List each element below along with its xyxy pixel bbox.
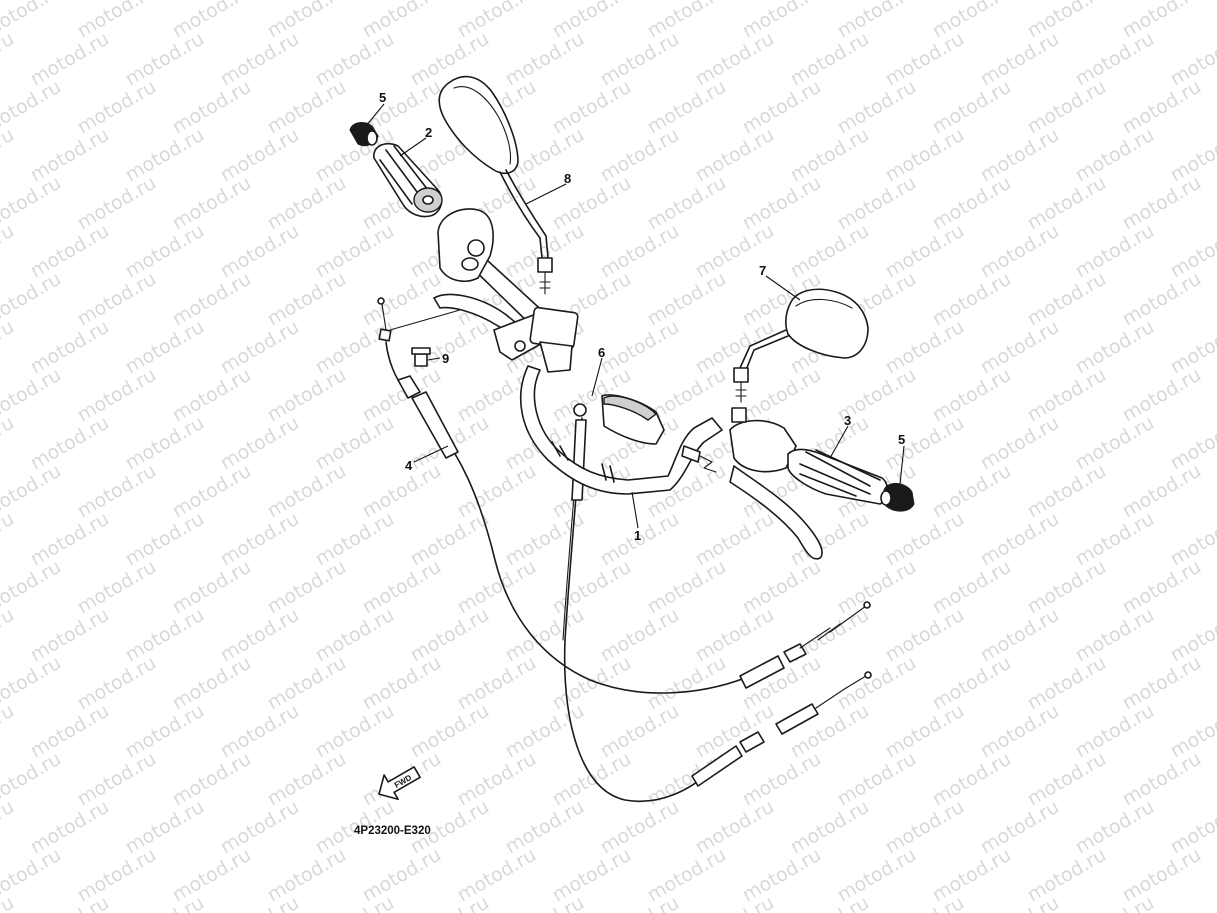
right-mirror-head (785, 288, 869, 359)
callout-leader-5-left (365, 103, 385, 127)
handlebar-band-3 (601, 463, 607, 481)
clutch-cable-lower-joint (783, 643, 807, 663)
handlebar-band-1 (551, 441, 561, 457)
callout-leader-4 (413, 445, 449, 463)
clutch-cable-sleeve (411, 391, 459, 459)
callout-leader-2 (399, 137, 427, 157)
right-grip-end-cap (880, 490, 892, 506)
callout-leader-1 (631, 491, 639, 529)
callout-leader-3 (829, 425, 849, 459)
handlebar (519, 365, 723, 495)
bolt-head (411, 347, 431, 355)
right-grip-rib-3 (815, 449, 881, 481)
throttle-cable (563, 417, 713, 802)
left-grip-rib-2 (379, 159, 413, 205)
brake-master-housing (729, 419, 797, 473)
handlebar-band-2 (559, 445, 569, 461)
throttle-cable-lower-ball (864, 671, 872, 679)
right-grip-rib-2 (799, 463, 871, 495)
throttle-cable-lower-mid (775, 703, 819, 735)
clutch-cable-end-ball (377, 297, 385, 305)
right-grip-rib-1 (805, 451, 871, 487)
mirror-mount-boss (731, 407, 747, 423)
throttle-cable-lower-end (815, 675, 867, 709)
left-mirror-nut (537, 257, 553, 273)
throttle-spring (699, 455, 717, 473)
right-mirror-nut (733, 367, 749, 383)
left-master-block-lower (539, 341, 573, 373)
callout-4: 4 (405, 458, 413, 473)
callout-7: 7 (759, 263, 766, 278)
callout-3: 3 (844, 413, 851, 428)
left-switch-bore (461, 257, 479, 271)
callout-leader-9 (427, 357, 441, 361)
callout-9: 9 (442, 351, 449, 366)
bolt (414, 353, 428, 367)
throttle-pivot (573, 403, 587, 417)
left-grip-rib-3 (393, 145, 429, 191)
right-mirror-stem (739, 329, 789, 371)
left-grip-bore (422, 195, 434, 205)
callout-leader-6 (591, 357, 603, 397)
clutch-cable-boot (397, 375, 421, 399)
reference-code: 4P23200-E320 (354, 825, 431, 837)
callout-leader-7 (765, 275, 801, 301)
throttle-cable-lower-joint (739, 731, 765, 753)
clutch-cable-lower-end (799, 605, 867, 649)
left-master-block (529, 306, 579, 350)
callout-6: 6 (598, 345, 605, 360)
throttle-cable-lower-sleeve (691, 745, 743, 787)
callout-5-right: 5 (898, 432, 905, 447)
clutch-cable-lower-ball (863, 601, 871, 609)
right-mirror-thread (735, 381, 747, 403)
forward-arrow-icon: FWD (378, 766, 421, 801)
left-grip-rib-1 (385, 149, 421, 197)
left-master-screw (514, 340, 526, 352)
throttle-cable-sleeve (571, 419, 587, 501)
callout-5-left: 5 (379, 90, 386, 105)
clutch-cable-lower-sleeve (739, 655, 785, 689)
callout-1: 1 (634, 528, 641, 543)
left-mirror-thread (539, 271, 551, 295)
callout-8: 8 (564, 171, 571, 186)
throttle-adjuster (681, 445, 701, 463)
left-mirror-stem (499, 169, 549, 259)
throttle-housing-top (603, 395, 658, 421)
callout-leader-8 (525, 183, 567, 205)
right-mirror-inner (795, 298, 853, 309)
left-grip-end-cap (366, 130, 378, 146)
clutch-cable-adjuster (378, 328, 392, 342)
left-switch-button (467, 239, 485, 257)
callout-2: 2 (425, 125, 432, 140)
right-grip-rib-4 (799, 473, 857, 497)
clutch-lever-link (389, 309, 461, 331)
left-mirror-head (438, 75, 519, 175)
brake-lever (729, 465, 823, 560)
left-switch-housing (437, 208, 494, 282)
callout-leader-5-right (899, 445, 905, 485)
left-mirror-inner (453, 86, 512, 165)
handlebar-band-4 (609, 465, 615, 483)
right-grip-end (883, 483, 915, 512)
clutch-cable-upper-end (381, 303, 387, 331)
